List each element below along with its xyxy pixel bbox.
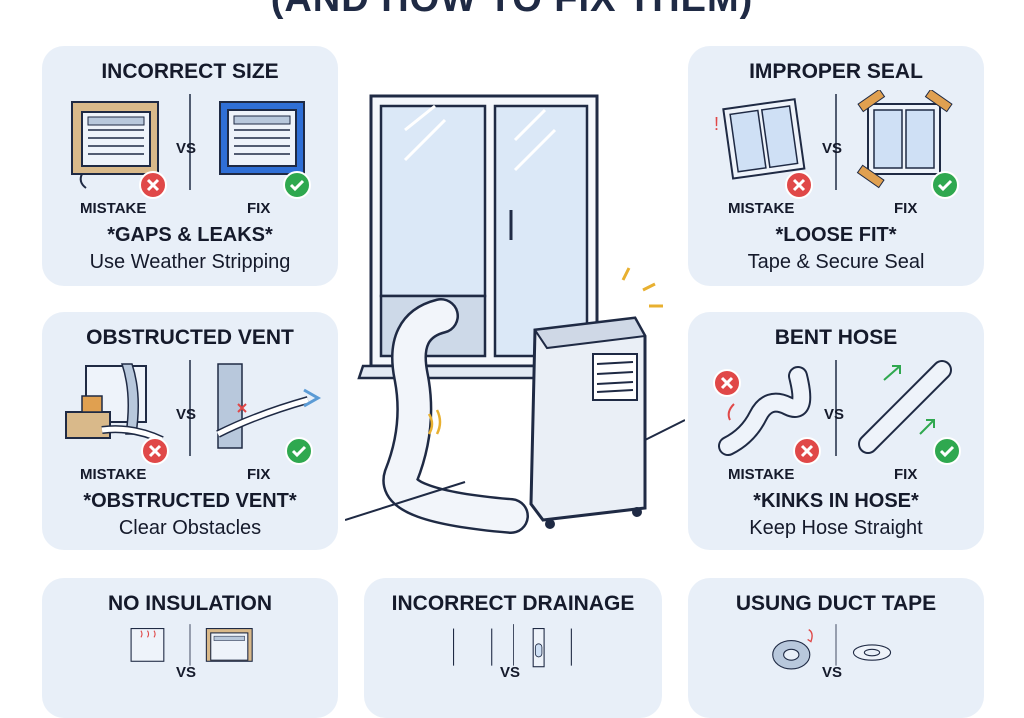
- card-obstructed-vent: OBSTRUCTED VENT VS MISTAKE FIX *OBSTRUCT…: [42, 312, 338, 550]
- incorrect-drainage-illustration: [453, 624, 572, 668]
- mistake-label: MISTAKE: [728, 200, 795, 217]
- x-circle-icon: [139, 171, 167, 199]
- check-circle-icon: [283, 171, 311, 199]
- tip-label: Tape & Secure Seal: [747, 251, 925, 273]
- issue-label: *LOOSE FIT*: [775, 224, 897, 246]
- mistake-label: MISTAKE: [80, 466, 147, 483]
- card-title: USUNG DUCT TAPE: [735, 592, 937, 615]
- bent-hose-illustration: [718, 360, 952, 456]
- card-title: INCORRECT SIZE: [101, 60, 279, 83]
- check-circle-icon: [933, 437, 961, 465]
- card-title: OBSTRUCTED VENT: [86, 326, 294, 349]
- incorrect-size-illustration: [71, 94, 305, 190]
- vs-label: VS: [176, 664, 197, 681]
- tip-label: Keep Hose Straight: [749, 517, 923, 539]
- card-improper-seal: IMPROPER SEAL ! VS MISTAKE FIX *LOOSE FI…: [688, 46, 984, 286]
- card-duct-tape: USUNG DUCT TAPE VS: [688, 578, 984, 718]
- check-circle-icon: [931, 171, 959, 199]
- fix-label: FIX: [894, 200, 918, 217]
- vs-label: VS: [824, 406, 845, 423]
- vs-label: VS: [176, 140, 197, 157]
- x-circle-icon: [793, 437, 821, 465]
- card-no-insulation: NO INSULATION VS: [42, 578, 338, 718]
- fix-label: FIX: [894, 466, 918, 483]
- no-insulation-illustration: [130, 624, 253, 666]
- card-title: BENT HOSE: [774, 326, 898, 349]
- fix-label: FIX: [247, 466, 271, 483]
- card-title: NO INSULATION: [107, 592, 273, 615]
- vs-label: VS: [822, 140, 843, 157]
- issue-label: *KINKS IN HOSE*: [753, 490, 919, 512]
- improper-seal-illustration: !: [714, 90, 953, 190]
- vs-label: VS: [822, 664, 843, 681]
- mistake-label: MISTAKE: [80, 200, 147, 217]
- x-circle-icon: [785, 171, 813, 199]
- card-bent-hose: BENT HOSE VS MISTAKE FIX *KINKS IN HOSE*…: [688, 312, 984, 550]
- card-title: IMPROPER SEAL: [749, 60, 923, 83]
- portable-ac-icon: [345, 94, 685, 534]
- issue-label: *GAPS & LEAKS*: [107, 224, 273, 246]
- card-incorrect-size: INCORRECT SIZE VS MISTAKE FIX *GAPS & LE…: [42, 46, 338, 286]
- card-incorrect-drainage: INCORRECT DRAINAGE VS: [364, 578, 662, 718]
- svg-text:!: !: [714, 114, 719, 134]
- fix-label: FIX: [247, 200, 271, 217]
- mistake-label: MISTAKE: [728, 466, 795, 483]
- x-circle-icon: [713, 369, 741, 397]
- x-circle-icon: [141, 437, 169, 465]
- issue-label: *OBSTRUCTED VENT*: [83, 490, 297, 512]
- tip-label: Clear Obstacles: [118, 517, 262, 539]
- vs-label: VS: [176, 406, 197, 423]
- card-title: INCORRECT DRAINAGE: [391, 592, 635, 615]
- tip-label: Use Weather Stripping: [89, 251, 291, 273]
- duct-tape-illustration: [772, 624, 892, 670]
- check-circle-icon: [285, 437, 313, 465]
- vs-label: VS: [500, 664, 521, 681]
- page-title: (AND HOW TO FIX THEM): [0, 0, 1024, 21]
